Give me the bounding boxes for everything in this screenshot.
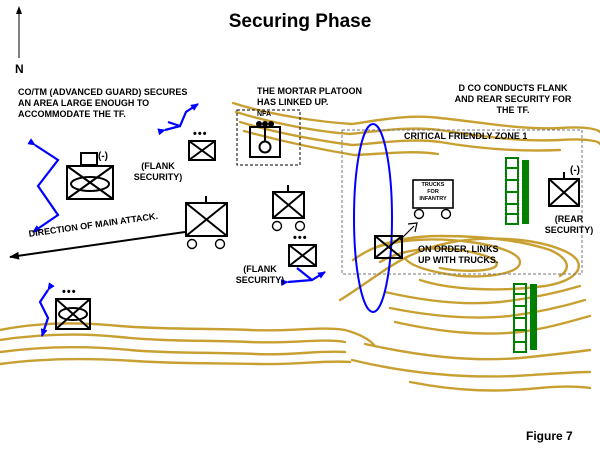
flank-security-platoon-south-symbol xyxy=(288,244,317,267)
d-company-rear-security-symbol xyxy=(548,172,580,207)
terrain-contours xyxy=(0,101,600,392)
trucks-for-infantry-symbol xyxy=(412,179,454,220)
center-company-symbol xyxy=(271,185,306,232)
critical-friendly-zone-boundary xyxy=(341,129,583,275)
diagram-title: Securing Phase xyxy=(228,11,372,32)
rear-security-echelon-marker: (-) xyxy=(570,165,580,176)
north-arrow-icon xyxy=(16,6,22,58)
main-attack-arrow-icon xyxy=(9,231,186,260)
obstacle-belt-north xyxy=(505,157,529,225)
obstacle-belt-south xyxy=(513,283,537,353)
advanced-guard-company-symbol xyxy=(66,152,114,200)
southwest-platoon-symbol xyxy=(55,298,91,330)
mortar-platoon-note: THE MORTAR PLATOON HAS LINKED UP. xyxy=(257,86,362,107)
main-body-company-symbol xyxy=(185,196,228,250)
flank-security-platoon-north-symbol xyxy=(188,140,216,161)
on-order-note: ON ORDER, LINKS UP WITH TRUCKS. xyxy=(418,244,499,265)
figure-label: Figure 7 xyxy=(526,429,573,443)
d-company-note: D CO CONDUCTS FLANK AND REAR SECURITY FO… xyxy=(454,83,572,115)
nfa-label: NFA xyxy=(257,111,271,118)
flank-south-platoon-marker: ••• xyxy=(293,232,308,244)
rear-security-label: (REAR SECURITY) xyxy=(544,214,594,235)
southwest-platoon-marker: ••• xyxy=(62,286,77,298)
advanced-guard-note: CO/TM (ADVANCED GUARD) SECURES AN AREA L… xyxy=(18,87,188,119)
flank-security-label-south: (FLANK SECURITY) xyxy=(235,264,285,285)
flank-security-label-north: (FLANK SECURITY) xyxy=(133,161,183,182)
flank-screen-lines xyxy=(27,103,326,337)
nfa-zone xyxy=(236,109,301,166)
security-screen-ellipse xyxy=(353,123,393,313)
north-label: N xyxy=(15,62,24,76)
advanced-guard-echelon-marker: (-) xyxy=(98,151,108,162)
flank-north-platoon-marker: ••• xyxy=(193,128,208,140)
linkup-company-symbol xyxy=(374,222,418,259)
trucks-label: TRUCKS FOR INFANTRY xyxy=(419,182,447,202)
mortar-platoon-symbol xyxy=(249,121,281,158)
critical-friendly-zone-label: CRITICAL FRIENDLY ZONE 1 xyxy=(404,131,528,141)
